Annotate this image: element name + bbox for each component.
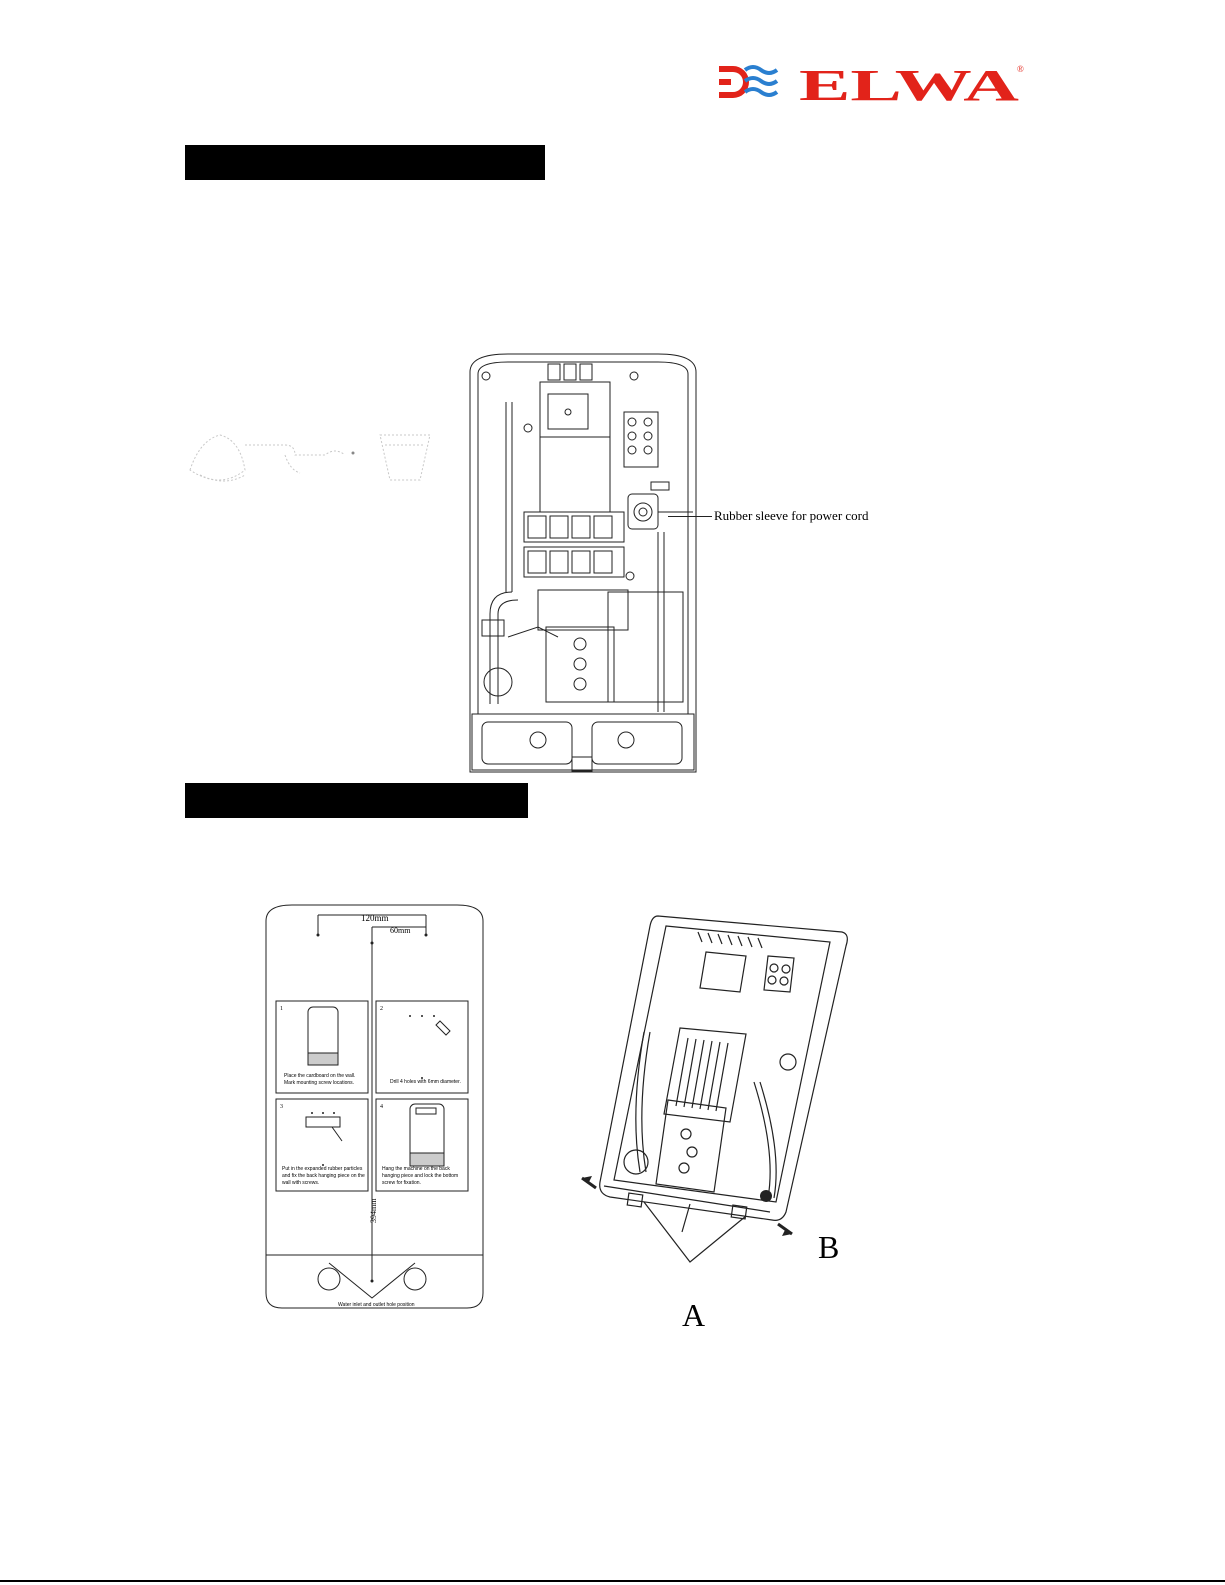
elwa-logo-icon: ELWA ® <box>719 61 1024 110</box>
accessory-sketch <box>185 390 445 520</box>
svg-text:120mm: 120mm <box>361 913 389 923</box>
svg-text:Water inlet and outlet hole po: Water inlet and outlet hole position <box>338 1302 415 1308</box>
svg-text:Mark mounting screw locations.: Mark mounting screw locations. <box>284 1080 354 1086</box>
svg-text:394mm: 394mm <box>369 1198 378 1223</box>
mounting-template-diagram: 120mm 60mm 394mm 1 2 3 4 Place the cardb… <box>265 904 484 1309</box>
svg-text:Put in the expanded rubber par: Put in the expanded rubber particles <box>282 1166 363 1172</box>
shower-accessory-icon <box>189 434 431 482</box>
svg-text:screw for fixation.: screw for fixation. <box>382 1180 421 1186</box>
svg-text:60mm: 60mm <box>390 926 411 935</box>
svg-text:ELWA: ELWA <box>799 61 1019 105</box>
heater-assembly-diagram: A B <box>581 915 848 1333</box>
wiring-diagram <box>468 352 698 777</box>
section-heading-bar-2 <box>185 783 528 818</box>
svg-text:and fix the back hanging piece: and fix the back hanging piece on the <box>282 1173 365 1179</box>
rubber-sleeve-callout: Rubber sleeve for power cord <box>714 508 869 523</box>
svg-text:2: 2 <box>380 1006 383 1012</box>
svg-text:Hang the machine on the back: Hang the machine on the back <box>382 1166 450 1172</box>
heater-interior-diagram <box>469 353 697 773</box>
svg-text:wall with screws.: wall with screws. <box>282 1180 319 1186</box>
assembly-perspective: A B <box>580 912 850 1337</box>
svg-text:B: B <box>818 1229 839 1265</box>
svg-text:1: 1 <box>280 1006 283 1012</box>
svg-text:4: 4 <box>380 1104 383 1110</box>
svg-text:Drill 4 holes with 6mm diamete: Drill 4 holes with 6mm diameter. <box>390 1079 461 1085</box>
svg-text:3: 3 <box>280 1104 283 1110</box>
svg-text:hanging piece and lock the bot: hanging piece and lock the bottom <box>382 1173 458 1179</box>
page-bottom-rule <box>0 1580 1225 1582</box>
svg-text:®: ® <box>1017 64 1024 74</box>
svg-text:Place the cardboard on the wal: Place the cardboard on the wall. <box>284 1073 355 1079</box>
brand-logo: ELWA ® <box>715 60 1030 110</box>
svg-text:A: A <box>682 1297 705 1333</box>
mounting-template: 120mm 60mm 394mm 1 2 3 4 Place the cardb… <box>262 903 487 1311</box>
section-heading-bar-1 <box>185 145 545 180</box>
callout-line <box>668 516 712 517</box>
